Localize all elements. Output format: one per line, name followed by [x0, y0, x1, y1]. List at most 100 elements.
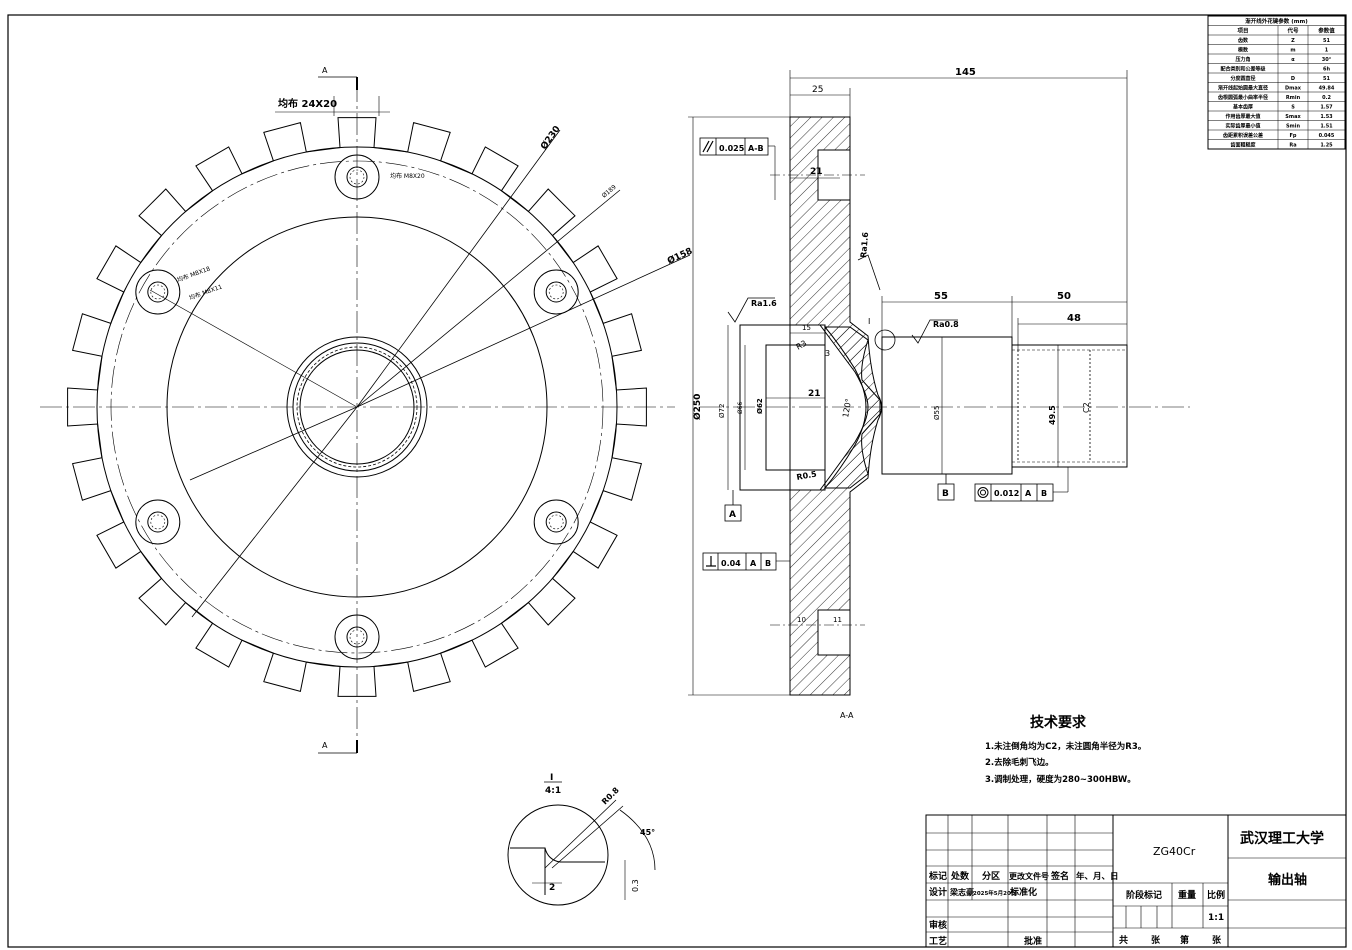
fcf-perp-value: 0.04 — [721, 559, 741, 568]
fcf-perpendicular: 0.04 A B — [702, 552, 790, 571]
param-table-cell: 1.57 — [1320, 105, 1333, 111]
tb-part-name: 输出轴 — [1268, 872, 1307, 888]
tech-req-title: 技术要求 — [1030, 714, 1087, 731]
bolt-hole-outer — [533, 269, 579, 315]
dia-49-5: 49.5 — [1048, 405, 1057, 425]
param-table-cell: 实际齿厚最小值 — [1225, 123, 1260, 130]
param-table-cell: Ra — [1289, 143, 1296, 149]
tech-req-item-1: 1.未注倒角均为C2，未注圆角半径为R3。 — [985, 741, 1146, 752]
dim-48: 48 — [1067, 313, 1081, 324]
tb-zhang2: 张 — [1212, 934, 1222, 946]
dim-11: 11 — [833, 616, 842, 624]
tb-zhang1: 张 — [1151, 934, 1161, 946]
bolt-hole-outer — [135, 269, 181, 315]
front-view: Ø230 Ø189 Ø158 均布 24X20 均布 M8X20 均布 M8X1… — [40, 66, 694, 754]
tb-pizhun: 批准 — [1024, 935, 1042, 947]
bolt-hole-inner — [346, 626, 368, 648]
param-table-cell: 基本齿厚 — [1232, 104, 1253, 111]
fcf-coax-value: 0.012 — [994, 489, 1019, 498]
param-table-cell: 模数 — [1238, 47, 1249, 54]
fcf-parallel: 0.025 A-B — [699, 137, 776, 200]
tech-req-item-2: 2.去除毛刺飞边。 — [985, 757, 1054, 768]
detail-angle: 45° — [640, 828, 655, 837]
param-table-cell: α — [1291, 57, 1295, 63]
detail-dim-03: 0.3 — [631, 879, 640, 892]
dia-72: Ø72 — [718, 404, 726, 418]
hole-note-top: 均布 M8X20 — [390, 172, 425, 180]
section-label: A-A — [840, 711, 854, 720]
tb-genggai: 更改文件号 — [1009, 871, 1049, 881]
tb-jieduan: 阶段标记 — [1126, 889, 1162, 901]
dim-21-mid: 21 — [808, 389, 821, 399]
section-mark-top: A — [322, 66, 328, 75]
bolt-hole-inner — [346, 166, 368, 188]
dia-66: Ø66 — [737, 401, 744, 414]
param-table-cell: 齿面粗糙度 — [1230, 142, 1256, 149]
tb-shenhe: 审核 — [929, 919, 947, 931]
bolt-hole-inner — [545, 281, 567, 303]
drawing-border — [7, 14, 1347, 948]
dim-25: 25 — [812, 85, 823, 95]
param-table-cell: 1.25 — [1320, 143, 1333, 149]
fcf-perp-datum-2: B — [765, 559, 771, 568]
chamfer-c2: C2 — [1082, 402, 1091, 413]
bolt-hole-outer — [334, 614, 380, 660]
param-table-cell: 6h — [1323, 67, 1330, 73]
param-table-header: 参数值 — [1318, 27, 1335, 35]
detail-radius: R0.8 — [600, 785, 621, 806]
tech-requirements: 技术要求 1.未注倒角均为C2，未注圆角半径为R3。 2.去除毛刺飞边。 3.调… — [985, 714, 1146, 785]
roughness-3: Ra0.8 — [933, 320, 959, 329]
tb-gongyi: 工艺 — [929, 935, 947, 947]
param-table-cell: 0.045 — [1319, 133, 1335, 139]
tb-bili: 比例 — [1207, 889, 1225, 901]
fcf-perp-datum-1: A — [750, 559, 757, 568]
param-table-cell: m — [1290, 48, 1295, 54]
param-table-cell: 1.53 — [1320, 114, 1333, 120]
detail-dim-2: 2 — [549, 883, 555, 893]
spline-rim — [67, 117, 647, 697]
param-table-cell: 49.84 — [1319, 86, 1335, 92]
bolt-hole-thread — [349, 169, 365, 185]
param-table-cell: Rmin — [1286, 95, 1301, 101]
tb-chushu: 处数 — [950, 870, 970, 882]
fcf-coaxiality: 0.012 A B — [974, 467, 1069, 502]
bolt-hole-inner — [545, 511, 567, 533]
bolt-hole-thread — [150, 284, 166, 300]
title-block: 标记 处数 分区 更改文件号 签名 年、月、日 设计 梁志豪 2025年5月20… — [925, 814, 1347, 948]
param-table-cell: 30° — [1322, 57, 1332, 63]
dia-62: Ø62 — [756, 398, 764, 414]
param-table-cell: 0.2 — [1322, 95, 1331, 101]
hole-note-left-b: 均布 M8X11 — [188, 282, 223, 301]
bolt-hole-outer — [533, 499, 579, 545]
bolt-hole-thread — [150, 514, 166, 530]
section-mark-bottom: A — [322, 741, 328, 750]
bolt-hole-inner — [147, 281, 169, 303]
bolt-hole-thread — [548, 284, 564, 300]
bolt-hole-outer — [135, 499, 181, 545]
fcf-coax-datum-2: B — [1041, 489, 1047, 498]
param-table-header: 项目 — [1237, 27, 1248, 35]
dia-189-label: Ø189 — [601, 184, 618, 200]
section-view: 145 25 21 21 55 50 48 15 3 R3 R0.5 10 11… — [688, 67, 1190, 720]
tb-gong: 共 — [1119, 934, 1128, 946]
param-table-cell: 1 — [1325, 48, 1329, 54]
spline-note: 均布 24X20 — [278, 97, 337, 110]
param-table-cell: D — [1291, 76, 1295, 82]
param-table-cell: 压力角 — [1235, 56, 1250, 63]
param-table-cell: 配合类别和公差等级 — [1220, 66, 1265, 73]
bolt-hole-thread — [548, 514, 564, 530]
bolt-hole-inner — [147, 511, 169, 533]
roughness-1: Ra1.6 — [751, 299, 777, 308]
dim-55: 55 — [934, 291, 948, 302]
param-table-cell: 渐开线起始圆最大直径 — [1218, 85, 1268, 92]
param-table-cell: Z — [1291, 38, 1295, 44]
param-table-cell: 齿距累积误差公差 — [1223, 132, 1263, 139]
param-table-header: 代号 — [1286, 27, 1299, 35]
bolt-hole-thread — [349, 629, 365, 645]
dim-r05: R0.5 — [796, 470, 818, 482]
dim-10: 10 — [797, 616, 806, 624]
param-table-cell: S — [1291, 105, 1295, 111]
fcf-parallel-value: 0.025 — [719, 144, 745, 153]
